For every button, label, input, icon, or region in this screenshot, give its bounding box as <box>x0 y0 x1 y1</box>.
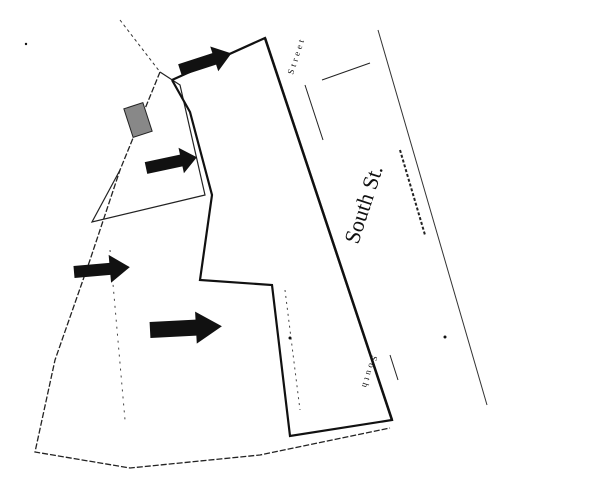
arrow-icon <box>178 46 232 76</box>
south-street-line <box>263 37 394 421</box>
lot-line-top <box>119 19 161 73</box>
arrow-icon <box>149 311 222 344</box>
survey-point <box>24 42 28 46</box>
outer-lot-boundary <box>34 71 391 469</box>
building-footprint <box>123 102 153 138</box>
interior-line <box>399 149 426 236</box>
road-tick <box>304 84 324 141</box>
street-label-main: South St. <box>339 162 388 246</box>
road-tick <box>389 354 399 381</box>
arrow-icon <box>73 254 130 283</box>
survey-point <box>443 335 447 339</box>
small-lot-boundary <box>90 71 206 223</box>
road-tick <box>321 62 371 81</box>
road-far-edge <box>377 29 488 406</box>
arrow-icon <box>144 147 197 174</box>
street-label-top: Street <box>285 35 307 75</box>
survey-point <box>288 336 292 340</box>
interior-line <box>284 289 301 411</box>
